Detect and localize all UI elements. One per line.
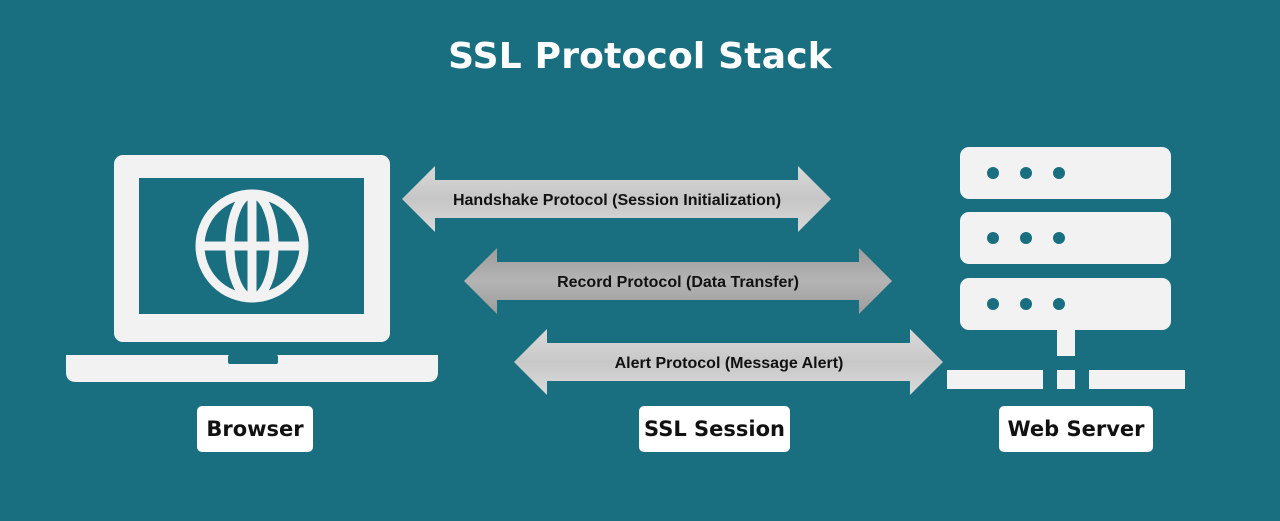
network-line-left bbox=[947, 370, 1043, 389]
server-unit bbox=[960, 212, 1171, 264]
arrow-shape bbox=[464, 248, 892, 314]
web-server-label: Web Server bbox=[999, 406, 1153, 452]
arrow-shape bbox=[514, 329, 943, 395]
handshake-protocol-arrow: Handshake Protocol (Session Initializati… bbox=[402, 166, 831, 232]
arrow-shape bbox=[402, 166, 831, 232]
diagram-title: SSL Protocol Stack bbox=[448, 36, 832, 77]
server-stem-lower bbox=[1057, 370, 1075, 389]
server-unit bbox=[960, 147, 1171, 199]
record-protocol-arrow: Record Protocol (Data Transfer) bbox=[464, 248, 892, 314]
server-stem-upper bbox=[1057, 330, 1075, 356]
laptop-base bbox=[66, 355, 438, 382]
browser-label: Browser bbox=[197, 406, 313, 452]
laptop-trackpad-notch bbox=[228, 355, 278, 364]
laptop-globe-icon bbox=[66, 155, 438, 382]
server-unit bbox=[960, 278, 1171, 330]
arrow-label: Alert Protocol (Message Alert) bbox=[615, 355, 844, 372]
arrow-label: Record Protocol (Data Transfer) bbox=[557, 274, 799, 291]
network-line-right bbox=[1089, 370, 1185, 389]
alert-protocol-arrow: Alert Protocol (Message Alert) bbox=[514, 329, 943, 395]
ssl-session-label: SSL Session bbox=[639, 406, 790, 452]
server-rack-icon bbox=[947, 147, 1185, 389]
globe-icon bbox=[195, 189, 309, 303]
arrow-label: Handshake Protocol (Session Initializati… bbox=[453, 192, 781, 209]
